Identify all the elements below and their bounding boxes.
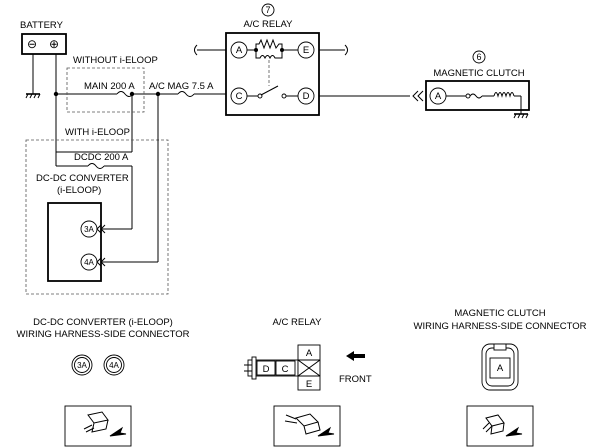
converter-connector-title: DC-DC CONVERTER (i-ELOOP) — [33, 317, 173, 328]
clutch-ground-icon — [513, 113, 529, 119]
relay-pin-a-label: A — [236, 45, 243, 56]
connector-plug-icon — [83, 411, 127, 437]
clutch-connector-thumbnail — [466, 405, 534, 447]
converter-name: DC-DC CONVERTER — [36, 173, 129, 184]
relay-connector-pin-c — [275, 360, 296, 376]
harness-continuation-icon — [194, 44, 198, 56]
relay-pin-d-label: D — [303, 91, 310, 102]
connector-plug-icon — [482, 414, 523, 437]
clutch-connector-subtitle: WIRING HARNESS-SIDE CONNECTOR — [414, 321, 587, 332]
battery-plus-terminal: ⊕ — [49, 37, 59, 51]
battery-box — [21, 33, 67, 55]
relay-pin-c-label: C — [236, 91, 243, 102]
svg-text:3A: 3A — [84, 225, 94, 234]
svg-text:A: A — [497, 363, 504, 374]
dcdc-fuse-label: DCDC 200 A — [74, 152, 129, 163]
junction-dot — [53, 91, 59, 97]
ac-mag-fuse-icon — [177, 91, 195, 97]
with-eloop-region: WITH i-ELOOP DCDC 200 A DC-DC CONVERTER … — [25, 91, 169, 295]
magnetic-clutch: 6 MAGNETIC CLUTCH A — [412, 50, 530, 119]
converter-connector-thumbnail — [64, 405, 132, 447]
connector-plug-icon — [284, 413, 335, 437]
battery-minus-terminal: ⊖ — [27, 37, 37, 51]
arrow-icon — [505, 426, 523, 437]
relay-number-badge — [261, 3, 275, 17]
without-eloop-label: WITHOUT i-ELOOP — [73, 55, 158, 66]
svg-text:C: C — [282, 364, 289, 375]
junction-dot — [155, 91, 161, 97]
relay-switch-icon — [260, 85, 279, 96]
battery-ground-icon — [25, 93, 41, 99]
front-label: FRONT — [339, 374, 372, 385]
clutch-coil-icon — [493, 92, 515, 98]
relay-connector-pin-d — [256, 360, 276, 376]
clutch-connector-view: MAGNETIC CLUTCH WIRING HARNESS-SIDE CONN… — [414, 308, 587, 447]
relay-connector-thumbnail — [273, 405, 341, 447]
relay-pin-e-label: E — [303, 45, 309, 56]
junction-dot — [129, 91, 135, 97]
relay-connector-pin-e: E — [306, 379, 312, 390]
relay-connector-view: A/C RELAY D C A E FRONT — [244, 317, 372, 447]
connector-arrow-icon — [412, 90, 424, 102]
main-fuse-label: MAIN 200 A — [84, 81, 135, 92]
clutch-connector-pin-a — [489, 357, 511, 379]
converter-subname: (i-ELOOP) — [57, 185, 101, 196]
without-eloop-region — [66, 67, 145, 113]
converter-connector-view: DC-DC CONVERTER (i-ELOOP) WIRING HARNESS… — [17, 317, 190, 447]
battery-label: BATTERY — [20, 20, 64, 31]
converter-connector-subtitle: WIRING HARNESS-SIDE CONNECTOR — [17, 329, 190, 340]
main-supply-line: WITHOUT i-ELOOP MAIN 200 A A/C MAG 7.5 A — [53, 55, 226, 153]
clutch-number: 6 — [476, 52, 481, 62]
ac-relay: 7 A/C RELAY A E C D — [194, 3, 410, 116]
relay-resistor-icon — [255, 38, 283, 50]
relay-coil-icon — [255, 50, 283, 60]
svg-text:4A: 4A — [84, 258, 94, 267]
arrow-icon — [317, 426, 335, 437]
battery: BATTERY ⊖ ⊕ — [20, 20, 67, 99]
arrow-icon — [109, 426, 127, 437]
converter-pin-3a: 3A — [80, 220, 106, 238]
svg-text:D: D — [263, 364, 270, 375]
clutch-fuse-icon — [469, 93, 483, 99]
connector-arrow-icon — [96, 257, 106, 267]
with-eloop-label: WITH i-ELOOP — [65, 127, 130, 138]
svg-text:3A: 3A — [77, 361, 87, 370]
clutch-number-badge — [472, 50, 486, 64]
svg-text:4A: 4A — [109, 361, 119, 370]
harness-continuation-icon — [344, 44, 348, 56]
front-arrow-icon — [346, 351, 365, 361]
relay-number: 7 — [265, 5, 270, 15]
ac-mag-fuse-label: A/C MAG 7.5 A — [149, 81, 214, 92]
relay-connector-pin-a: A — [306, 348, 313, 359]
connector-arrow-icon — [96, 224, 106, 234]
clutch-pin-a-label: A — [435, 91, 442, 102]
dcdc-fuse-icon — [87, 163, 105, 169]
clutch-connector-title: MAGNETIC CLUTCH — [454, 308, 545, 319]
converter-pin-4a: 4A — [80, 253, 106, 271]
main-fuse-icon — [116, 91, 134, 97]
relay-title: A/C RELAY — [244, 19, 294, 30]
clutch-title: MAGNETIC CLUTCH — [433, 68, 524, 79]
relay-connector-title: A/C RELAY — [273, 317, 323, 328]
